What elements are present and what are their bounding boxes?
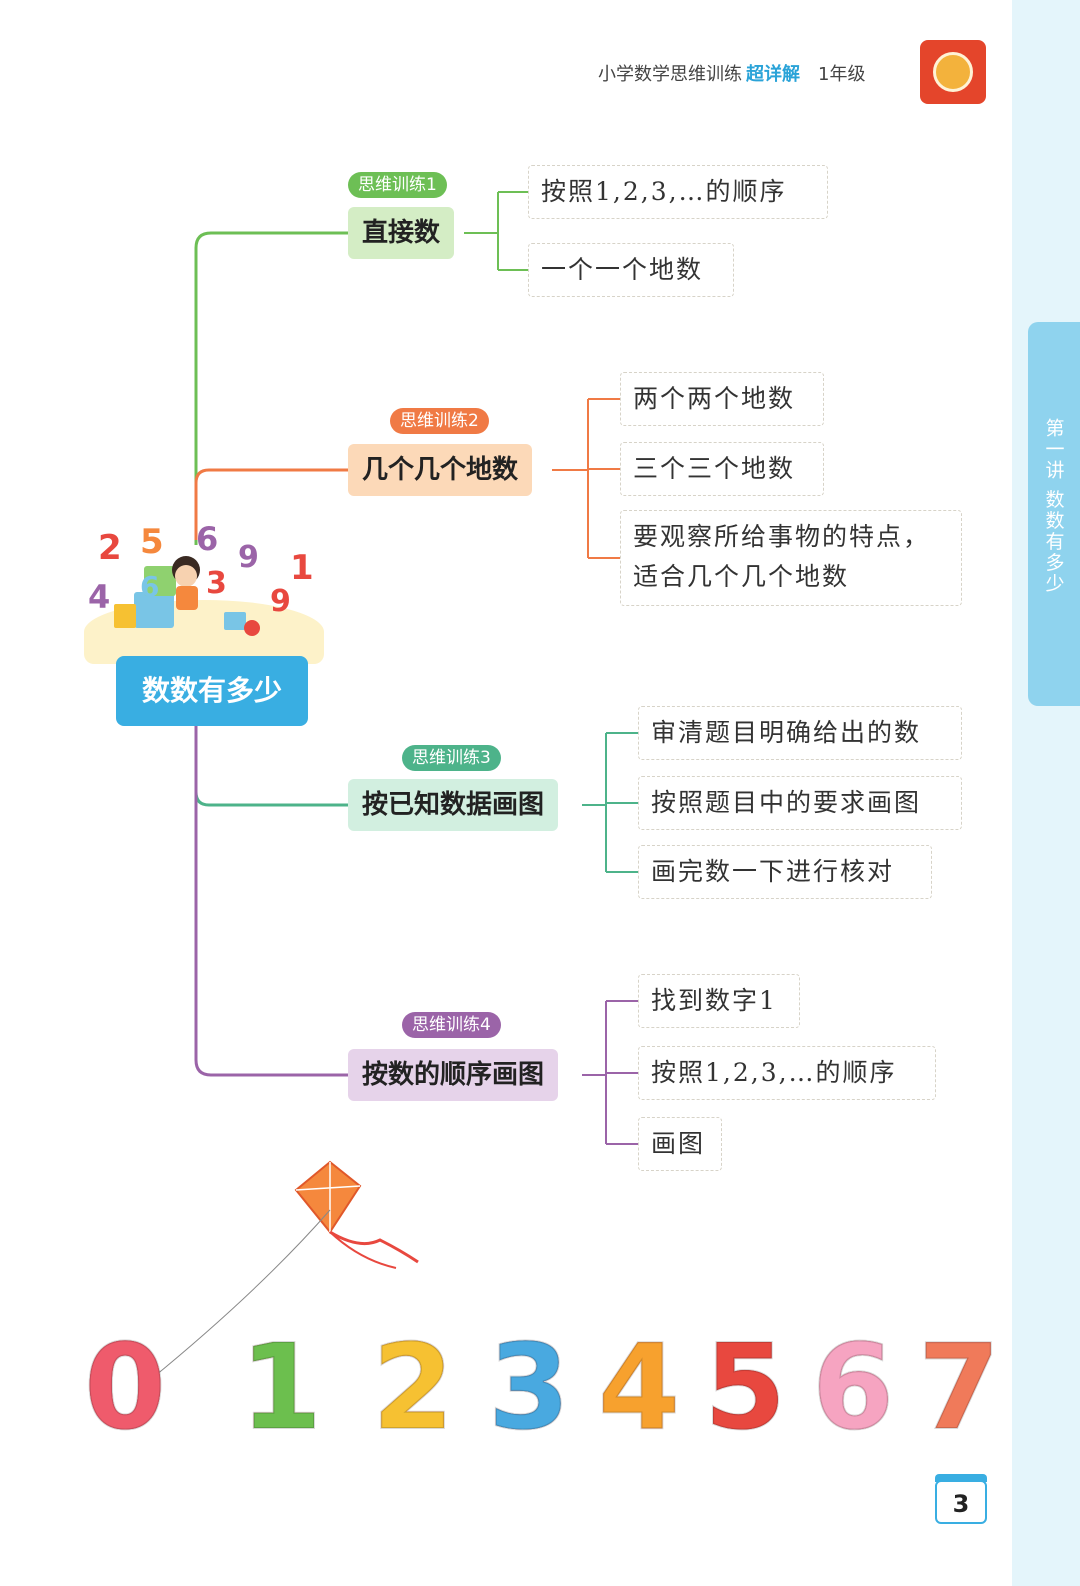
leaf-4-3[interactable]: 画图 [638, 1117, 722, 1171]
leaf-1-2[interactable]: 一个一个地数 [528, 243, 734, 297]
illustration-digit: 4 [88, 578, 110, 616]
branch4-connector [582, 1001, 638, 1144]
digit-character-3: 3 [488, 1318, 570, 1456]
tag-training-1: 思维训练1 [348, 172, 447, 198]
illustration-digit: 6 [140, 570, 159, 603]
node-draw-in-order[interactable]: 按数的顺序画图 [348, 1049, 558, 1101]
central-topic[interactable]: 数数有多少 [116, 656, 308, 726]
digit-character-4: 4 [598, 1318, 680, 1456]
digit-character-1: 1 [240, 1318, 322, 1456]
leaf-4-1[interactable]: 找到数字1 [638, 974, 800, 1028]
leaf-4-2[interactable]: 按照1,2,3,…的顺序 [638, 1046, 936, 1100]
digit-character-5: 5 [704, 1318, 786, 1456]
illustration-digit: 2 [98, 528, 122, 568]
digit-character-7: 7 [918, 1318, 1000, 1456]
illustration-digit: 5 [140, 522, 164, 562]
digit-character-0: 0 [84, 1318, 166, 1456]
leaf-3-2[interactable]: 按照题目中的要求画图 [638, 776, 962, 830]
leaf-1-1[interactable]: 按照1,2,3,…的顺序 [528, 165, 828, 219]
leaf-2-3[interactable]: 要观察所给事物的特点，适合几个几个地数 [620, 510, 962, 606]
leaf-3-3[interactable]: 画完数一下进行核对 [638, 845, 932, 899]
illustration-digit: 9 [238, 540, 259, 575]
trunk-green [196, 233, 348, 545]
leaf-2-1[interactable]: 两个两个地数 [620, 372, 824, 426]
illustration-digit: 1 [290, 548, 314, 588]
node-direct-count[interactable]: 直接数 [348, 207, 454, 259]
illustration-digit: 3 [206, 566, 227, 601]
node-group-count[interactable]: 几个几个地数 [348, 444, 532, 496]
digit-character-2: 2 [372, 1318, 454, 1456]
leaf-3-1[interactable]: 审清题目明确给出的数 [638, 706, 962, 760]
tag-training-2: 思维训练2 [390, 408, 489, 434]
tag-training-4: 思维训练4 [402, 1012, 501, 1038]
illustration-digit: 9 [270, 584, 291, 619]
illustration-digit: 6 [196, 520, 218, 558]
page-number: 3 [935, 1480, 987, 1524]
leaf-2-2[interactable]: 三个三个地数 [620, 442, 824, 496]
node-draw-by-data[interactable]: 按已知数据画图 [348, 779, 558, 831]
branch1-connector [464, 192, 528, 270]
trunk-teal [196, 726, 348, 805]
digit-character-6: 6 [812, 1318, 894, 1456]
trunk-purple [196, 726, 348, 1075]
branch2-connector [552, 399, 620, 558]
branch3-connector [582, 733, 638, 872]
tag-training-3: 思维训练3 [402, 745, 501, 771]
